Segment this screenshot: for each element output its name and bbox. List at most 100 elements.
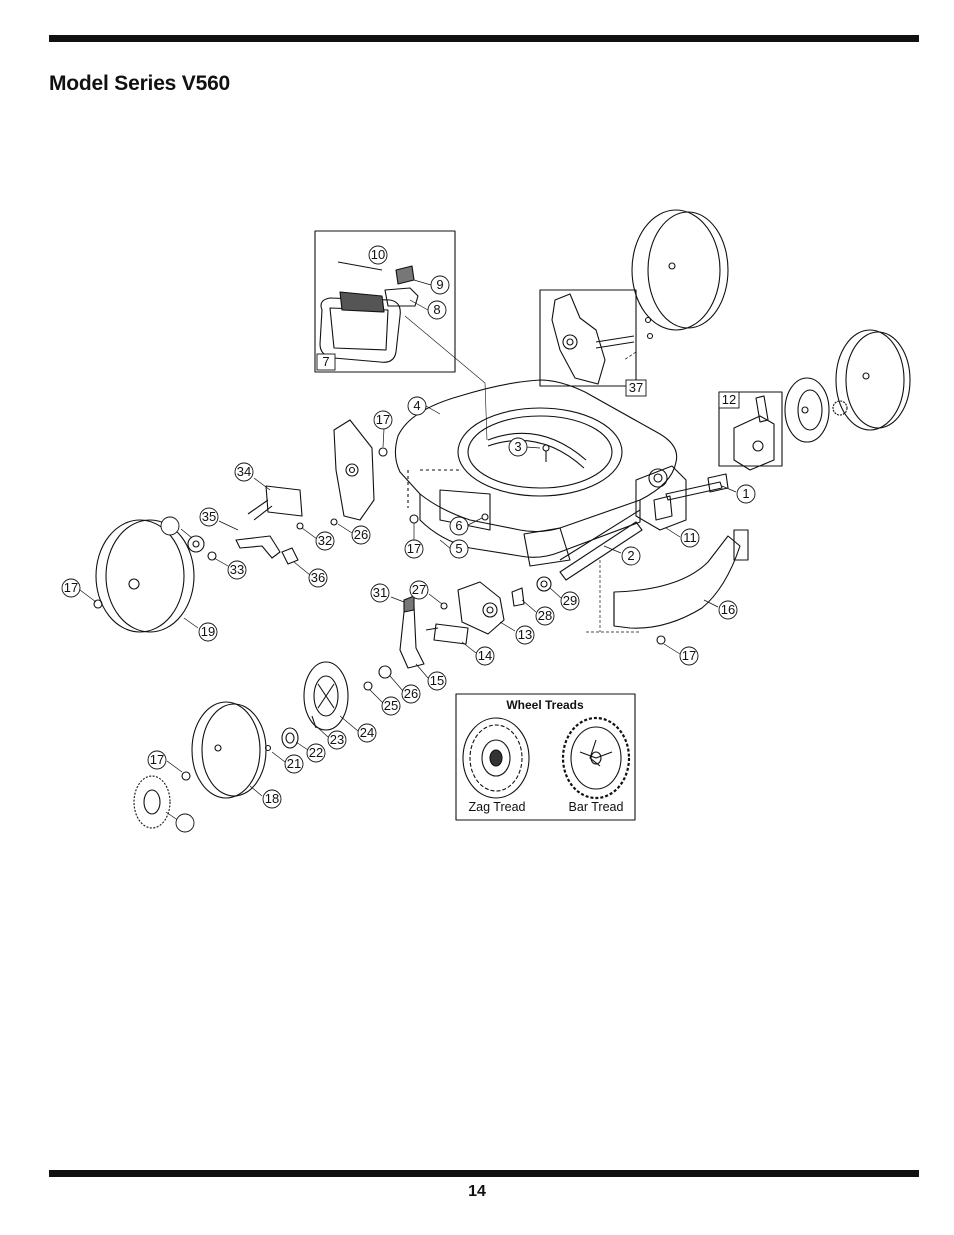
handle-leader (404, 315, 488, 441)
callout-15: 15 (430, 673, 444, 688)
leader-lines (79, 254, 737, 822)
bottom-rule (49, 1170, 919, 1177)
callout-28: 29 (563, 593, 577, 608)
gear-21 (281, 727, 299, 749)
nut-17-c (93, 599, 103, 609)
top-rule (49, 35, 919, 42)
pin-22 (311, 715, 317, 729)
bar-tread-wheel (561, 716, 631, 800)
retainer-24 (363, 681, 373, 691)
callout-22: 23 (330, 732, 344, 747)
rear-small-wheel (191, 701, 267, 799)
callout-18: 18 (265, 791, 279, 806)
clip-27 (511, 587, 525, 607)
handle-kit-box (314, 230, 456, 373)
callout-3: 3 (514, 439, 521, 454)
axle-tube (665, 473, 729, 501)
left-front-wheel (95, 519, 195, 633)
callout-29: 31 (373, 585, 387, 600)
callout-12: 12 (722, 392, 736, 407)
handle-panel (319, 291, 401, 363)
zag-tread-caption: Zag Tread (469, 800, 526, 814)
callout-27: 28 (538, 608, 552, 623)
left-height-bracket (333, 419, 375, 521)
bolt-26-a (330, 518, 338, 526)
nut-17-e (656, 635, 666, 645)
callout-14: 14 (478, 648, 492, 663)
callout-26a: 26 (354, 527, 368, 542)
mower-deck (394, 379, 678, 558)
rear-bracket (551, 293, 654, 385)
callout-21: 22 (309, 745, 323, 760)
nut-17-a (378, 447, 388, 457)
callout-24: 25 (384, 698, 398, 713)
pivot-plate-32 (247, 485, 303, 521)
callout-2: 2 (627, 548, 634, 563)
callout-17e: 17 (682, 648, 696, 663)
callout-17d: 17 (150, 752, 164, 767)
callout-5: 5 (455, 541, 462, 556)
callout-23: 24 (360, 725, 374, 740)
bushing-37 (187, 535, 205, 553)
pivot-arm-15 (399, 595, 425, 669)
front-height-bracket (457, 581, 505, 635)
right-wheel (835, 329, 911, 431)
callout-35: 37 (629, 380, 643, 395)
pivot-plate-14 (425, 623, 469, 645)
rear-wheel-large (631, 209, 729, 331)
blade-bolt (542, 444, 550, 452)
front-plate (523, 527, 571, 567)
callout-6: 6 (455, 518, 462, 533)
tread-cap-36 (133, 775, 171, 829)
callout-17b: 17 (407, 541, 421, 556)
wheel-kit-box (718, 391, 783, 467)
gear-right (832, 400, 848, 416)
bolt-31 (207, 551, 217, 561)
wheel-treads-title: Wheel Treads (506, 698, 584, 712)
callout-33: 35 (202, 509, 216, 524)
callout-34: 36 (311, 570, 325, 585)
callout-labels: 10 9 8 7 4 17 3 6 5 17 34 35 33 32 26 36… (64, 247, 750, 806)
bar-tread-caption: Bar Tread (569, 800, 624, 814)
bolt-26-b (440, 602, 448, 610)
bushing-28 (536, 576, 552, 592)
nut-30 (296, 522, 304, 530)
callout-31: 33 (230, 562, 244, 577)
callout-1: 1 (742, 486, 749, 501)
callout-25: 26 (404, 686, 418, 701)
callout-17a: 17 (376, 412, 390, 427)
link-arm-31 (235, 535, 281, 559)
callout-32: 34 (237, 464, 251, 479)
transmission (635, 465, 687, 531)
callout-squares (316, 353, 740, 409)
callout-8: 8 (433, 302, 440, 317)
callout-9: 9 (436, 277, 443, 292)
callout-30: 32 (318, 533, 332, 548)
wheel-treads-box (455, 693, 636, 821)
callout-13: 13 (518, 627, 532, 642)
callout-16: 16 (721, 602, 735, 617)
rear-deflector (613, 529, 749, 629)
callout-11: 11 (683, 530, 697, 545)
callout-4: 4 (413, 398, 420, 413)
callout-19: 19 (201, 624, 215, 639)
callout-10: 10 (371, 247, 385, 262)
page-number: 14 (468, 1183, 486, 1200)
washer-25 (378, 665, 392, 679)
callout-17c: 17 (64, 580, 78, 595)
callout-26b: 27 (412, 582, 426, 597)
drive-shaft (559, 509, 643, 581)
callouts (61, 245, 756, 833)
bracket-kit-box (539, 289, 637, 387)
callout-20: 21 (287, 756, 301, 771)
callout-7: 7 (322, 354, 329, 369)
nut-17-b (409, 514, 419, 524)
wheel-height-adjuster (733, 395, 775, 471)
wheel-hubcap-23 (303, 661, 349, 731)
spacer-34 (281, 547, 299, 565)
page-title: Model Series V560 (49, 72, 231, 95)
washer-6 (481, 513, 489, 521)
right-wheel-hubcap (784, 377, 830, 443)
nut-17-d (181, 771, 191, 781)
